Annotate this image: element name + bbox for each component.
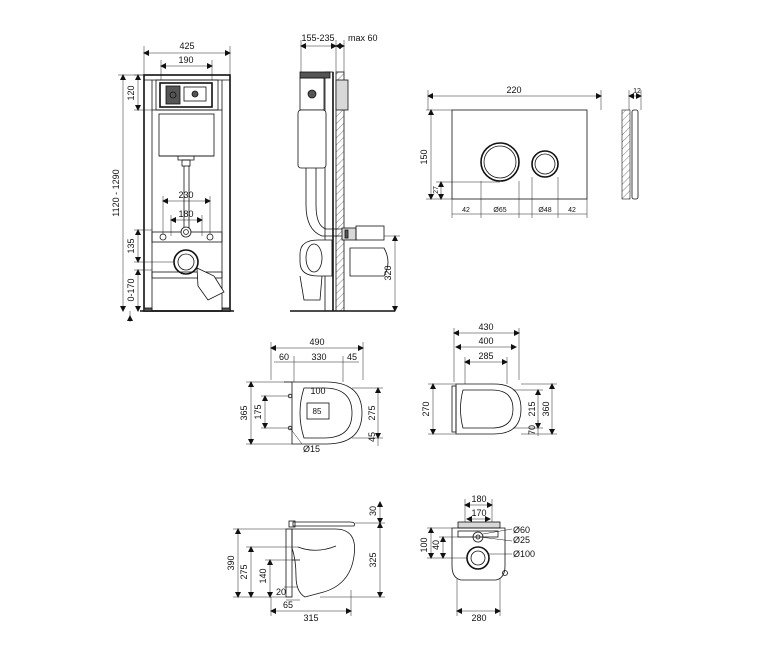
bowl-seat-thickness-label: 30 [368, 506, 378, 516]
seat-height-total-label: 360 [541, 401, 551, 416]
frame-top-height-label: 120 [126, 85, 136, 100]
bowl-side-bottom-gap-label: 20 [276, 587, 286, 597]
bowl-width-inner-label: 175 [253, 404, 263, 419]
flush-plate-front: 220 150 27 42 Ø65 Ø48 42 [419, 85, 602, 218]
bowl-side-outline [291, 528, 355, 598]
seat-width-total-label: 430 [478, 322, 493, 332]
flush-button-small [531, 150, 559, 178]
flush-button-large [480, 142, 520, 182]
seat-top-view: 430 400 285 270 215 360 70 [421, 322, 557, 436]
seat-width-inner-label: 285 [478, 351, 493, 361]
seat-height-inner-label: 215 [527, 401, 537, 416]
plate-big-button-label: Ø65 [493, 207, 506, 214]
flush-plate-side: 12 [621, 88, 642, 200]
rear-width-inner-label: 170 [471, 508, 486, 518]
rear-d-small-label: Ø60 [513, 525, 530, 535]
bowl-side-right-height-label: 325 [368, 552, 378, 567]
side-max-label: max 60 [348, 33, 378, 43]
frame-width-total-label: 425 [179, 41, 194, 51]
bowl-length-label: 490 [309, 337, 324, 347]
rear-width-top-label: 180 [471, 494, 486, 504]
bolt-spacing-outer-label: 230 [178, 190, 193, 200]
bowl-mid-length-label: 330 [311, 352, 326, 362]
plate-height-label: 150 [419, 149, 429, 164]
bowl-side-height-mid-label: 275 [239, 564, 249, 579]
plate-offset-label: 27 [433, 186, 440, 194]
side-depth-label: 155-235 [301, 33, 334, 43]
plate-small-button-label: Ø48 [538, 207, 551, 214]
bowl-rear-offset-label: 45 [347, 352, 357, 362]
rear-d-tiny-label: Ø25 [513, 535, 530, 545]
bowl-right-offset-label: 45 [367, 432, 377, 442]
bowl-top-view: 490 60 330 45 100 85 365 175 275 45 Ø15 [239, 337, 383, 454]
bowl-hole-diameter-label: Ø15 [303, 444, 320, 454]
plate-outline [451, 109, 588, 200]
rear-height-inner-label: 40 [431, 540, 441, 550]
seat-width-mid-label: 400 [478, 336, 493, 346]
bowl-front-offset-label: 60 [279, 352, 289, 362]
seat-top-outline [455, 383, 522, 435]
cistern [158, 113, 215, 157]
bowl-side-view: 30 390 275 140 20 65 315 325 [226, 501, 385, 623]
side-outlet-height-label: 320 [383, 265, 393, 280]
plate-edge-left-label: 42 [462, 207, 470, 214]
rear-width-bottom-label: 280 [471, 613, 486, 623]
plate-edge-right-label: 42 [568, 207, 576, 214]
bowl-right-width-label: 275 [367, 405, 377, 420]
frame-outlet-height-label: 135 [126, 238, 136, 253]
seat-offset-label: 70 [527, 425, 537, 435]
bowl-rear-outline [451, 527, 506, 581]
bowl-width-total-label: 365 [239, 405, 249, 420]
bowl-side-depth-label: 315 [303, 613, 318, 623]
bowl-rear-view: 180 170 100 40 Ø60 Ø25 Ø100 280 [419, 494, 535, 623]
plate-width-label: 220 [506, 85, 521, 95]
bowl-hole-spacing-label: 100 [310, 386, 325, 396]
bowl-hole-depth-label: 85 [313, 407, 322, 416]
bowl-side-height-total-label: 390 [226, 555, 236, 570]
bolt-spacing-inner-label: 180 [178, 209, 193, 219]
frame-width-top-label: 190 [178, 55, 193, 65]
frame-front-view: 425 190 230 180 [111, 41, 234, 322]
frame-side-view: 155-235 max 60 320 [290, 33, 400, 312]
rear-height-left-label: 100 [419, 537, 429, 552]
bowl-side-height-low-label: 140 [258, 568, 268, 583]
bowl-side-drain-offset-label: 65 [283, 600, 293, 610]
bowl-top-outline [291, 381, 363, 445]
rear-d-large-label: Ø100 [513, 549, 535, 559]
plate-thickness-label: 12 [633, 88, 641, 95]
seat-height-left-label: 270 [421, 401, 431, 416]
foot-range-label: 0-170 [126, 278, 136, 301]
frame-total-height-label: 1120 - 1290 [111, 169, 121, 216]
